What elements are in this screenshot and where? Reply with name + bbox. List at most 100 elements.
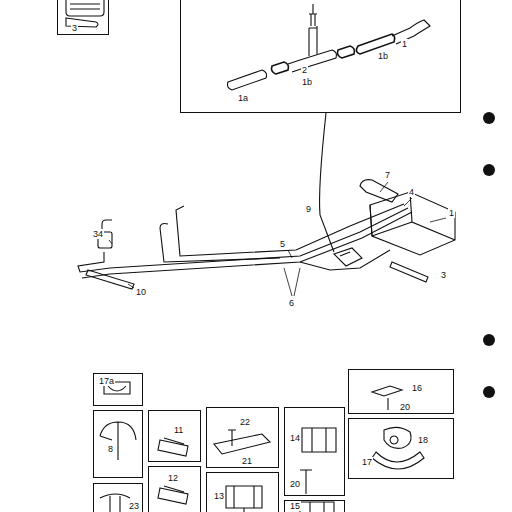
callout-number: 10 [135, 287, 147, 297]
callout-number: 20 [399, 402, 411, 412]
clip-16 [372, 386, 402, 410]
leader-line [128, 284, 134, 288]
callout-number: 11 [173, 425, 184, 435]
callout-number: 6 [288, 298, 295, 308]
binder-hole [483, 386, 495, 398]
detail-box: 3 [57, 0, 109, 35]
clamp-18-17 [384, 427, 411, 448]
bracket-21 [214, 430, 270, 454]
callout-number: 5 [279, 239, 286, 249]
hose-assembly [392, 20, 430, 44]
fuel-pipe [300, 250, 390, 270]
part-box: 2221 [206, 407, 279, 468]
fuel-pump [334, 248, 362, 266]
bracket-21 [214, 430, 270, 454]
fuel-pipe [78, 208, 408, 272]
clamp-15 [300, 502, 334, 512]
callout-number: 34 [92, 229, 104, 239]
part-box: 12 [148, 466, 201, 512]
clamp-18-17 [372, 452, 424, 469]
clip-11 [158, 438, 188, 456]
clamp-14 [300, 428, 336, 494]
hose-assembly [309, 4, 317, 26]
fuel-pipe [82, 212, 412, 278]
callout-number: 1 [448, 208, 455, 218]
binder-hole [483, 112, 495, 124]
part-box: 11 [148, 410, 201, 462]
hose-assembly [228, 70, 267, 90]
callout-number: 14 [289, 433, 301, 443]
callout-number: 1 [401, 39, 408, 49]
inset-box: 1b121b1a [180, 0, 461, 113]
fuel-pump [334, 248, 362, 266]
binder-hole [483, 164, 495, 176]
hose-clip-detail [66, 0, 104, 16]
callout-number: 12 [167, 473, 179, 483]
callout-number: 8 [107, 444, 114, 454]
binder-hole [483, 112, 495, 398]
fuel-tank [360, 180, 398, 202]
callout-number: 15 [289, 501, 301, 511]
clamp-13 [226, 486, 262, 512]
fuel-pump [340, 252, 350, 256]
callout-number: 16 [411, 383, 423, 393]
callout-number: 4 [408, 187, 415, 197]
callout-number: 13 [213, 491, 225, 501]
callout-number: 20 [289, 479, 301, 489]
fuel-pipe [160, 224, 280, 263]
callout-number: 17 [361, 457, 373, 467]
part-box: 13 [206, 472, 279, 512]
clamp-13 [226, 486, 262, 508]
part-box: 1817 [348, 418, 454, 479]
clamp-14 [302, 428, 336, 452]
callout-number: 1a [237, 93, 249, 103]
clip-23 [100, 494, 130, 512]
hose-assembly [288, 50, 337, 72]
callout-number: 17a [98, 376, 115, 386]
callout-number: 9 [305, 204, 312, 214]
clamp-13 [243, 508, 244, 512]
fuel-pipe [176, 204, 404, 256]
part-box: 23 [93, 483, 143, 512]
fuel-tank [360, 180, 455, 255]
clamp-15 [300, 502, 334, 512]
clamp-8 [100, 422, 136, 460]
part-box: 1620 [348, 369, 454, 414]
callout-number: 18 [417, 435, 429, 445]
part-box: 14 20 [284, 407, 345, 496]
hose-3 [390, 262, 428, 282]
hose-10 [86, 270, 134, 289]
leader-line [288, 250, 292, 258]
connection-line [319, 113, 334, 252]
fuel-tank [370, 192, 455, 255]
clamp-8 [100, 422, 136, 460]
part-box: 17a [93, 373, 143, 406]
leader-line [109, 182, 446, 296]
clamp-14 [300, 470, 312, 494]
callout-number: 2 [301, 65, 308, 75]
clip-12 [158, 486, 188, 504]
callout-number: 23 [128, 501, 140, 511]
leader-line [404, 198, 412, 206]
hose-10 [86, 270, 134, 289]
callout-number: 3 [440, 270, 447, 280]
callout-number: 21 [241, 456, 253, 466]
part-box: 15 [284, 500, 345, 512]
fuel-pipe [78, 204, 412, 278]
hose-assembly [228, 4, 431, 90]
clip-16 [372, 386, 402, 410]
hose-assembly [272, 62, 289, 74]
part-box: 8 [93, 410, 143, 478]
hose-assembly [338, 46, 355, 58]
callout-number: 7 [384, 170, 391, 180]
hose-clip-detail [70, 4, 100, 9]
leader-line [380, 182, 388, 192]
leader-line [109, 240, 112, 244]
clip-11 [158, 438, 188, 456]
callout-number: 3 [71, 23, 78, 33]
fuel-tank [370, 192, 455, 240]
callout-number: 1b [377, 51, 389, 61]
leader-line [430, 218, 446, 222]
